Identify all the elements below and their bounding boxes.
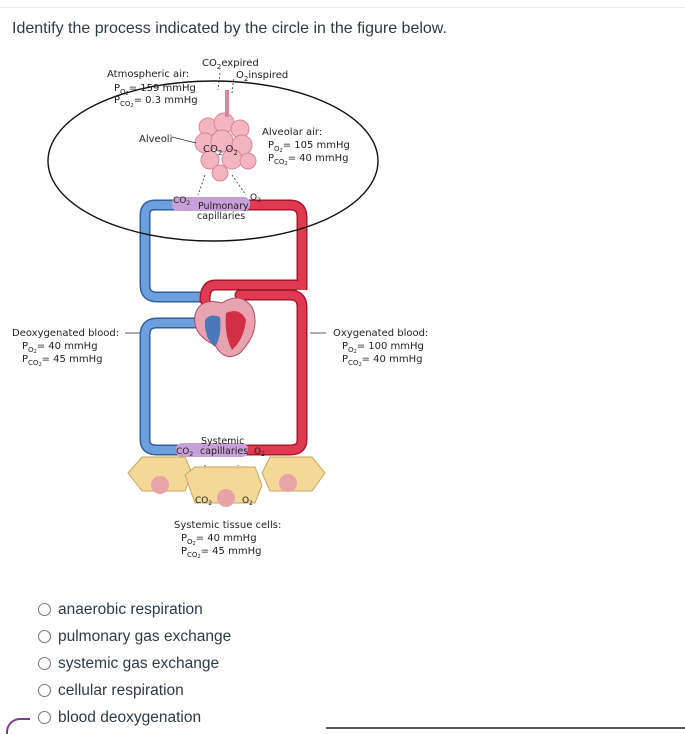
alveolar-title: Alveolar air: xyxy=(262,127,322,138)
alv-po2-value: = 105 mmHg xyxy=(283,140,350,151)
systemic-capillaries-label: capillaries xyxy=(200,446,248,457)
atm-pco2-value: = 0.3 mmHg xyxy=(134,95,198,106)
systemic-capillary-band xyxy=(176,443,248,457)
option-blood-deoxygenation[interactable]: blood deoxygenation xyxy=(38,704,231,731)
oxygenated-vessels xyxy=(199,199,308,456)
pulmonary-label: Pulmonary xyxy=(198,201,249,212)
radio-button[interactable] xyxy=(38,657,51,670)
process-circle xyxy=(47,80,379,242)
answer-options: anaerobic respiration pulmonary gas exch… xyxy=(38,596,231,731)
tissue-po2-label: PO2= 40 mmHg xyxy=(181,533,257,547)
co2-expired-label: CO2expired xyxy=(202,58,259,71)
systemic-label: Systemic xyxy=(201,436,244,447)
corner-decoration xyxy=(6,718,30,734)
systemic-o2: O2 xyxy=(254,447,265,458)
alv-po2-label: PO2= 105 mmHg xyxy=(268,140,350,154)
option-anaerobic-respiration[interactable]: anaerobic respiration xyxy=(38,596,231,623)
atm-po2-value: = 159 mmHg xyxy=(129,83,196,94)
oxy-title: Oxygenated blood: xyxy=(333,328,428,339)
alveoli-label: Alveoli xyxy=(139,134,172,145)
radio-button[interactable] xyxy=(38,684,51,697)
atm-title: Atmospheric air: xyxy=(107,69,189,80)
radio-button[interactable] xyxy=(38,603,51,616)
respiration-figure: Atmospheric air: PO2= 159 mmHg PCO2= 0.3… xyxy=(12,58,428,560)
option-systemic-gas-exchange[interactable]: systemic gas exchange xyxy=(38,650,231,677)
alveoli-illustration xyxy=(194,112,257,182)
tissue-o2: O2 xyxy=(242,496,253,507)
option-label: blood deoxygenation xyxy=(58,708,202,726)
option-label: systemic gas exchange xyxy=(58,654,220,672)
o2-inspired-label: O2inspired xyxy=(236,70,288,83)
alv-pco2-label: PCO2= 40 mmHg xyxy=(268,153,348,167)
bottom-divider xyxy=(326,727,685,729)
option-label: cellular respiration xyxy=(58,681,184,699)
tissue-title: Systemic tissue cells: xyxy=(174,520,281,531)
atm-pco2-label: PCO2= 0.3 mmHg xyxy=(114,95,198,109)
deoxy-pco2-label: PCO2= 45 mmHg xyxy=(22,354,102,368)
oxy-pco2-label: PCO2= 40 mmHg xyxy=(342,354,422,368)
oxy-po2-value: = 100 mmHg xyxy=(357,341,424,352)
tissue-cells xyxy=(127,456,326,507)
radio-button[interactable] xyxy=(38,630,51,643)
oxy-po2-label: PO2= 100 mmHg xyxy=(342,341,424,355)
option-pulmonary-gas-exchange[interactable]: pulmonary gas exchange xyxy=(38,623,231,650)
alveoli-pointer xyxy=(171,136,197,144)
tissue-co2: CO2 xyxy=(195,496,212,507)
option-label: anaerobic respiration xyxy=(58,600,203,618)
deoxygenated-vessels xyxy=(139,199,211,456)
option-label: pulmonary gas exchange xyxy=(58,627,232,645)
deoxy-title: Deoxygenated blood: xyxy=(12,328,119,339)
pulmonary-capillaries-label: capillaries xyxy=(197,211,245,222)
alv-pco2-value: = 40 mmHg xyxy=(288,153,349,164)
pulmonary-o2: O2 xyxy=(250,193,261,204)
systemic-co2: CO2 xyxy=(176,447,193,458)
alveoli-co2-o2: CO2 O2 xyxy=(203,144,238,157)
heart-illustration xyxy=(194,297,256,358)
tissue-po2-value: = 40 mmHg xyxy=(196,533,257,544)
atm-po2-label: PO2= 159 mmHg xyxy=(114,83,196,97)
oxy-pco2-value: = 40 mmHg xyxy=(362,354,423,365)
deoxy-po2-label: PO2= 40 mmHg xyxy=(22,341,98,355)
deoxy-po2-value: = 40 mmHg xyxy=(37,341,98,352)
tissue-pco2-label: PCO2= 45 mmHg xyxy=(181,546,261,560)
pulmonary-capillary-band xyxy=(172,197,250,211)
deoxy-pco2-value: = 45 mmHg xyxy=(42,354,103,365)
pulmonary-co2: CO2 xyxy=(173,196,190,207)
top-divider xyxy=(0,7,685,8)
question-text: Identify the process indicated by the ci… xyxy=(12,20,447,37)
tissue-pco2-value: = 45 mmHg xyxy=(201,546,262,557)
option-cellular-respiration[interactable]: cellular respiration xyxy=(38,677,231,704)
radio-button[interactable] xyxy=(38,711,51,724)
